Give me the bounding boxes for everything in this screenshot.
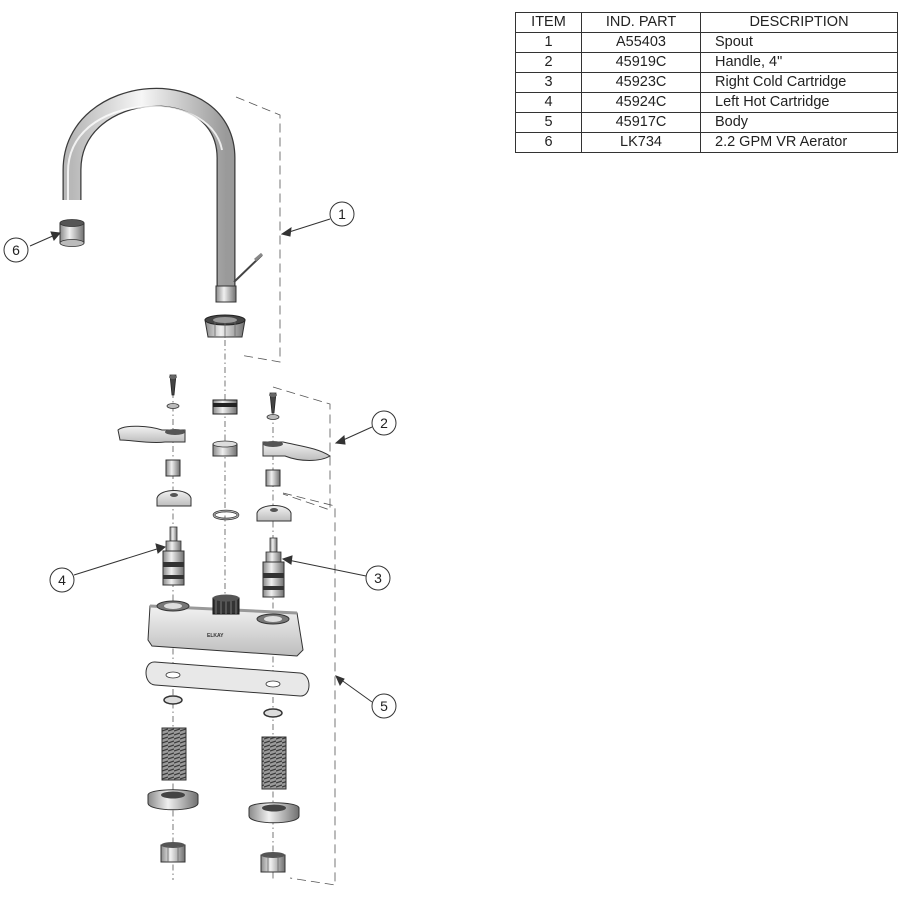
row-description: Handle, 4": [700, 52, 898, 73]
row-description: Left Hot Cartridge: [700, 92, 898, 113]
callout-5: 5: [371, 693, 397, 719]
aerator: [59, 219, 85, 247]
row-part: 45923C: [581, 72, 701, 93]
table-row: 6 LK734 2.2 GPM VR Aerator: [515, 132, 898, 153]
table-row: 2 45919C Handle, 4": [515, 52, 898, 73]
callout-2-label: 2: [380, 415, 388, 431]
left-shank-assembly: [147, 695, 199, 863]
callout-6-label: 6: [12, 242, 20, 258]
callout-3: 3: [365, 565, 391, 591]
callout-4: 4: [49, 567, 75, 593]
callout-2: 2: [371, 410, 397, 436]
row-part: LK734: [581, 132, 701, 153]
assembly-brackets: [235, 96, 336, 886]
body-brand-text: ELKAY: [207, 633, 224, 639]
spout: [62, 87, 263, 303]
spout-nut: [204, 314, 246, 338]
right-shank-assembly: [248, 708, 300, 873]
callout-6: 6: [3, 237, 29, 263]
spout-o-rings: [212, 399, 240, 521]
callout-1: 1: [329, 201, 355, 227]
parts-table: ITEM IND. PART DESCRIPTION 1 A55403 Spou…: [515, 12, 898, 153]
callout-leaders: [29, 218, 373, 703]
callout-1-label: 1: [338, 206, 346, 222]
callout-5-label: 5: [380, 698, 388, 714]
callout-3-label: 3: [374, 570, 382, 586]
right-cold-cartridge: [262, 537, 285, 598]
table-row: 3 45923C Right Cold Cartridge: [515, 72, 898, 93]
right-handle-assembly: [256, 392, 331, 522]
faucet-body: ELKAY: [147, 594, 304, 657]
row-description: 2.2 GPM VR Aerator: [700, 132, 898, 153]
callout-4-label: 4: [58, 572, 66, 588]
deck-gasket: [145, 661, 310, 697]
left-handle-assembly: [117, 374, 192, 507]
left-hot-cartridge: [162, 526, 185, 586]
table-row: 5 45917C Body: [515, 112, 898, 133]
